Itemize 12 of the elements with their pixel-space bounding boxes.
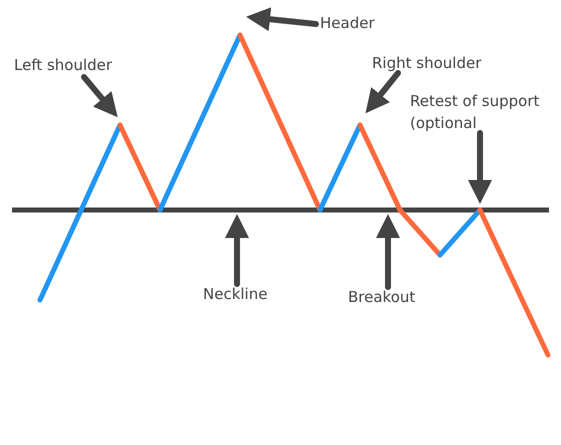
callout-label: Right shoulder [372,52,492,74]
callout-label: Header [320,12,378,34]
callout-label: Neckline [203,283,271,305]
callout-label: Retest of support (optional [410,90,550,134]
leader-arrow [81,74,118,118]
leader-arrow [376,214,400,290]
leader-arrow [365,70,401,114]
callout-label: Breakout [348,286,420,308]
leader-arrow [468,130,492,204]
leader-arrow [246,7,319,32]
callout-label: Left shoulder [14,54,114,76]
leader-arrow [225,214,249,287]
